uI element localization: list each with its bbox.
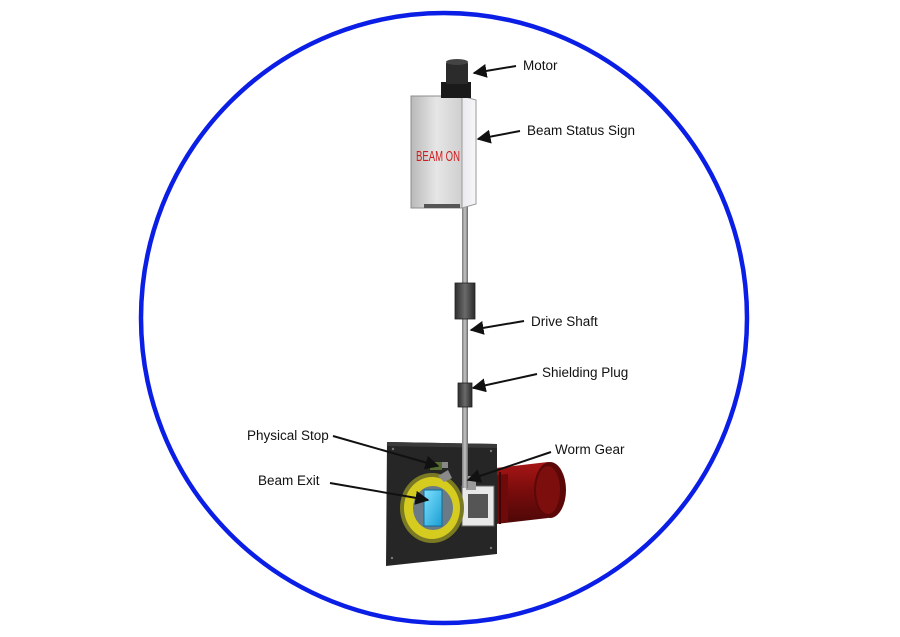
shaft-coupling — [454, 282, 476, 320]
leader-arrows — [329, 64, 552, 505]
arrow-shielding-plug — [471, 373, 538, 393]
label-shielding-plug: Shielding Plug — [542, 365, 628, 380]
arrow-physical-stop — [332, 435, 440, 470]
outline-circle — [138, 10, 750, 626]
beam-exit-window — [423, 489, 443, 527]
label-worm-gear: Worm Gear — [555, 442, 625, 457]
arrow-beam-exit — [329, 482, 430, 505]
arrow-drive-shaft — [469, 320, 525, 335]
arrow-motor — [472, 64, 517, 78]
label-physical-stop: Physical Stop — [247, 428, 329, 443]
sign-text: BEAM ON — [416, 148, 460, 165]
beam-status-sign: BEAM ON — [410, 95, 477, 209]
arrow-worm-gear — [466, 451, 552, 483]
drive-shaft — [462, 202, 468, 488]
label-beam-status-sign: Beam Status Sign — [527, 123, 635, 138]
label-motor: Motor — [523, 58, 558, 73]
motor — [441, 59, 471, 98]
arrow-beam-status-sign — [476, 129, 521, 144]
label-beam-exit: Beam Exit — [258, 473, 320, 488]
label-drive-shaft: Drive Shaft — [531, 314, 598, 329]
worm-gear-housing — [461, 476, 495, 527]
shielding-plug-block — [457, 382, 473, 408]
beam-exit-assembly — [400, 470, 464, 543]
